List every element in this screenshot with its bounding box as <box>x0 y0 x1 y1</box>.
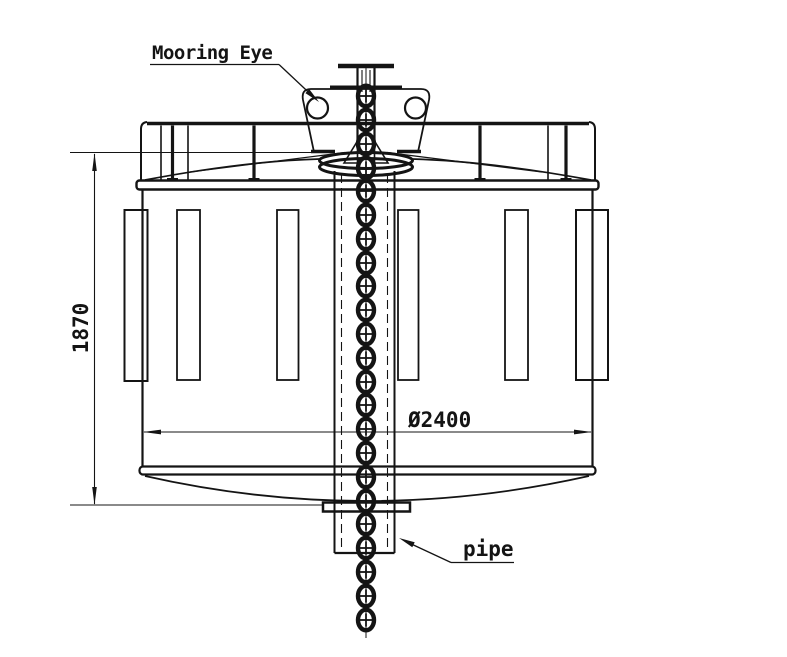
mooring-eye-hole-left <box>305 96 330 120</box>
mooring-eye-label-text: Mooring Eye <box>152 42 272 64</box>
body-slot <box>276 209 300 381</box>
body-slot <box>176 209 201 381</box>
fender-left <box>123 209 149 382</box>
leader-arrow <box>399 538 415 548</box>
pipe-label-text: pipe <box>463 537 514 561</box>
mooring-eye-label: Mooring Eye <box>150 42 319 102</box>
pipe-label: pipe <box>399 537 514 564</box>
height-dimension: 1870 <box>69 152 322 506</box>
body-slot <box>397 209 420 381</box>
dome-top <box>144 138 592 181</box>
mooring-bracket <box>301 85 431 154</box>
diameter-dimension: Ø2400 <box>143 408 592 435</box>
center-pipe <box>321 171 412 555</box>
body-slot <box>504 209 529 381</box>
height-dimension-text: 1870 <box>69 303 93 354</box>
mooring-chain <box>358 86 374 631</box>
top-mast <box>338 63 394 144</box>
diameter-dimension-text: Ø2400 <box>407 408 471 432</box>
fender-right <box>575 209 609 381</box>
mooring-eye-hole-right <box>403 96 428 120</box>
leader-arrow <box>305 89 319 102</box>
